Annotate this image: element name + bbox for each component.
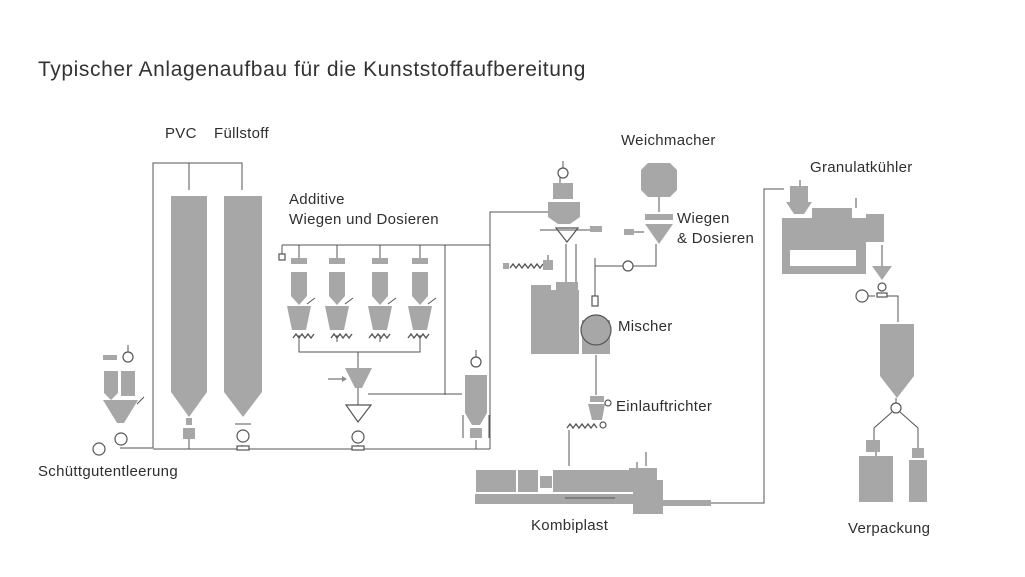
silo-pvc xyxy=(171,196,207,439)
label-pvc: PVC xyxy=(165,125,197,142)
label-dosieren: & Dosieren xyxy=(677,230,754,247)
silo-fuellstoff xyxy=(224,196,262,451)
blower-icon xyxy=(92,442,106,456)
conveying-lines xyxy=(120,162,919,504)
label-kombiplast: Kombiplast xyxy=(531,517,609,534)
additive-unit-2 xyxy=(325,258,354,330)
collecting-scale xyxy=(328,368,373,451)
feed-hopper xyxy=(566,396,612,430)
storage-silo xyxy=(880,324,914,414)
additive-unit-4 xyxy=(408,258,437,330)
screw-feeders xyxy=(292,332,430,340)
granulate-cooler xyxy=(782,180,892,303)
label-einlauftrichter: Einlauftrichter xyxy=(616,398,712,415)
label-fuellstoff: Füllstoff xyxy=(214,125,269,142)
label-wiegen-dosieren: Wiegen und Dosieren xyxy=(289,211,439,228)
blower-icon xyxy=(855,289,869,303)
fan-icon xyxy=(557,167,569,179)
label-verpackung: Verpackung xyxy=(848,520,930,537)
additive-dosing-units xyxy=(278,253,437,340)
weichmacher-tank xyxy=(622,163,677,272)
label-additive: Additive xyxy=(289,191,345,208)
mixer xyxy=(503,255,612,354)
rotary-valve-icon xyxy=(351,430,365,444)
fan-icon xyxy=(122,351,134,363)
kombiplast-extruder xyxy=(475,452,711,514)
fan-icon xyxy=(470,356,482,368)
packaging-units xyxy=(859,440,927,502)
label-mischer: Mischer xyxy=(618,318,673,335)
label-granulatkuehler: Granulatkühler xyxy=(810,159,913,176)
mixer-drum-icon xyxy=(580,314,612,346)
intermediate-silo xyxy=(462,350,490,438)
pump-icon xyxy=(622,260,634,272)
mixer-feed-hopper xyxy=(540,161,602,243)
label-weichmacher: Weichmacher xyxy=(621,132,716,149)
label-wiegen: Wiegen xyxy=(677,210,730,227)
bulk-discharge-station xyxy=(92,345,145,456)
label-schuettgutentleerung: Schüttgutentleerung xyxy=(38,463,178,480)
rotary-valve-icon xyxy=(236,429,250,443)
diagram-title: Typischer Anlagenaufbau für die Kunststo… xyxy=(38,58,586,81)
rotary-valve-icon xyxy=(114,432,128,446)
additive-unit-3 xyxy=(368,258,397,330)
additive-unit-1 xyxy=(287,258,316,330)
